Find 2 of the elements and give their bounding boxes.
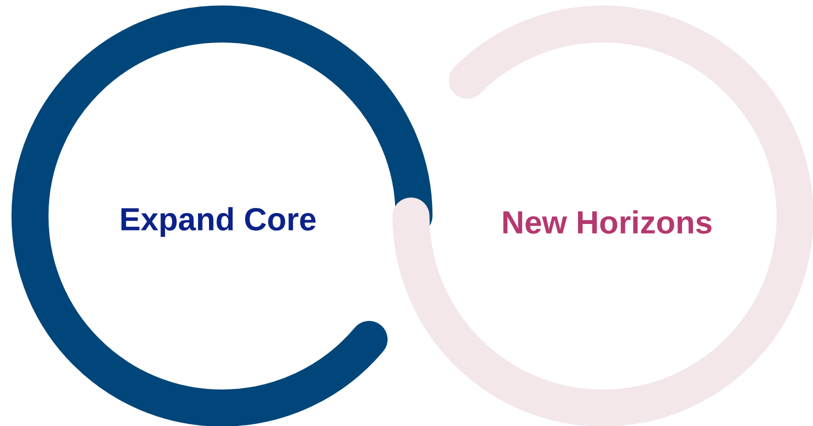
ring-segment: Expand Core [12, 6, 432, 426]
ring-segment: New Horizons [392, 6, 813, 426]
